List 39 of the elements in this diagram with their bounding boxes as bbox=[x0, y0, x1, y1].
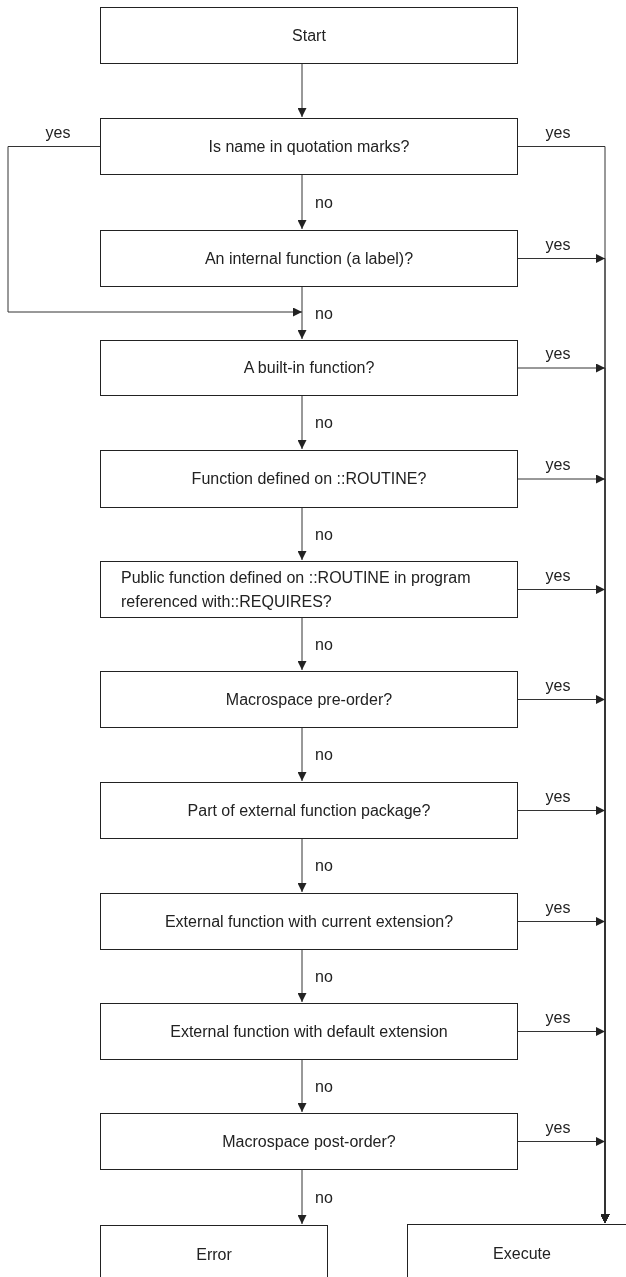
box-text: Public function defined on ::ROUTINE in program referenced with::REQUIRES? bbox=[121, 567, 472, 612]
box-text: An internal function (a label)? bbox=[204, 248, 414, 269]
box-text: Execute bbox=[493, 1244, 551, 1264]
decision-box bbox=[100, 450, 518, 508]
arrow bbox=[297, 1169, 307, 1225]
decision-box bbox=[100, 1003, 518, 1060]
box-text: Is name in quotation marks? bbox=[208, 136, 410, 157]
box-text: Macrospace pre-order? bbox=[225, 689, 393, 710]
arrow bbox=[297, 286, 307, 340]
box-text: A built-in function? bbox=[243, 358, 375, 378]
decision-box bbox=[100, 118, 518, 175]
arrow bbox=[297, 395, 307, 450]
arrow bbox=[297, 507, 307, 561]
box-text: External function with current extension? bbox=[164, 911, 454, 932]
box-text: Function defined on ::ROUTINE? bbox=[191, 469, 427, 489]
box-text: Start bbox=[292, 25, 326, 46]
arrow bbox=[297, 949, 307, 1003]
decision-box bbox=[100, 671, 518, 728]
box-text: External function with default extension bbox=[170, 1021, 448, 1042]
decision-box bbox=[100, 1113, 518, 1170]
arrow bbox=[297, 63, 307, 118]
box-text: Macrospace post-order? bbox=[222, 1131, 396, 1152]
decision-box bbox=[100, 230, 518, 287]
arrow bbox=[297, 174, 307, 230]
decision-box bbox=[100, 782, 518, 839]
decision-box bbox=[100, 561, 518, 618]
arrow bbox=[7, 146, 303, 317]
process-box bbox=[100, 1225, 328, 1277]
box-text: Error bbox=[196, 1245, 232, 1265]
arrow bbox=[297, 1059, 307, 1113]
decision-box bbox=[100, 340, 518, 396]
decision-box bbox=[100, 893, 518, 950]
process-box bbox=[100, 7, 518, 64]
arrow bbox=[297, 838, 307, 893]
process-box bbox=[407, 1224, 626, 1277]
arrow bbox=[297, 727, 307, 782]
box-text: Part of external function package? bbox=[187, 800, 431, 821]
arrow bbox=[297, 617, 307, 671]
arrow bbox=[517, 1137, 606, 1224]
